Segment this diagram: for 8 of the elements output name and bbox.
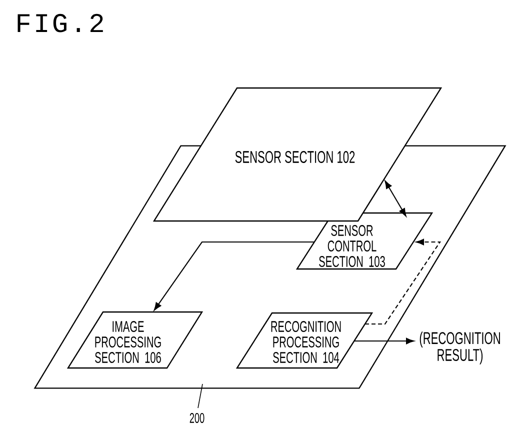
figure-title: FIG.2 <box>18 14 103 32</box>
double-arrow <box>384 180 406 216</box>
leader-line <box>198 384 203 408</box>
arrow <box>154 241 314 311</box>
arrow <box>354 338 414 344</box>
dashed-arrow <box>365 238 442 325</box>
output-label: (RECOGNITION RESULT) <box>420 332 500 364</box>
reference-numeral: 200 <box>190 413 204 423</box>
